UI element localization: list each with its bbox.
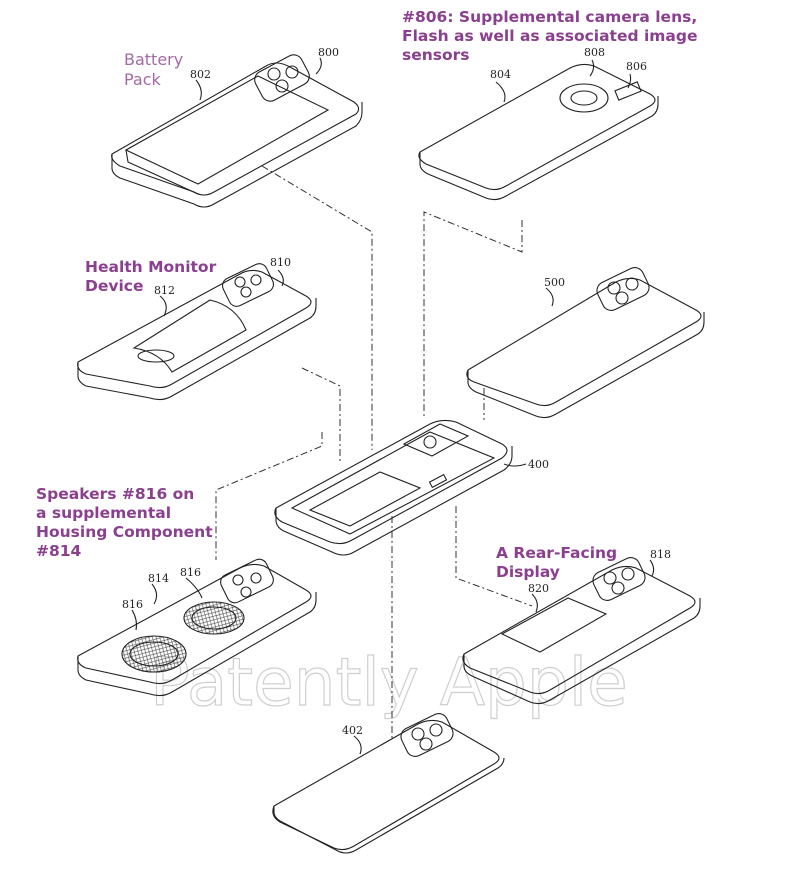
ref-816-left: 816 [122, 598, 143, 611]
ref-816-top: 816 [180, 566, 201, 579]
ref-800: 800 [318, 46, 339, 59]
ref-400: 400 [528, 458, 549, 471]
ref-402: 402 [342, 724, 363, 737]
back-cover-402 [273, 711, 504, 853]
ref-818: 818 [650, 548, 671, 561]
ref-820: 820 [528, 582, 549, 595]
housing-frame-400 [275, 420, 512, 555]
ref-814: 814 [148, 572, 169, 585]
phone-back-500 [467, 265, 704, 418]
watermark-text: Patently Apple [150, 644, 628, 721]
ref-802: 802 [190, 68, 211, 81]
label-supplemental-camera: #806: Supplemental camera lens, Flash as… [402, 8, 698, 65]
ref-810: 810 [270, 256, 291, 269]
ref-804: 804 [490, 68, 511, 81]
label-health-monitor: Health Monitor Device [85, 258, 216, 296]
camera-accessory-device-804 [419, 64, 658, 199]
ref-500: 500 [544, 276, 565, 289]
speaker-816-large [122, 636, 186, 672]
label-rear-display: A Rear-Facing Display [496, 544, 617, 582]
label-battery-pack: Battery Pack [124, 50, 183, 90]
label-speakers: Speakers #816 on a supplemental Housing … [36, 485, 213, 561]
